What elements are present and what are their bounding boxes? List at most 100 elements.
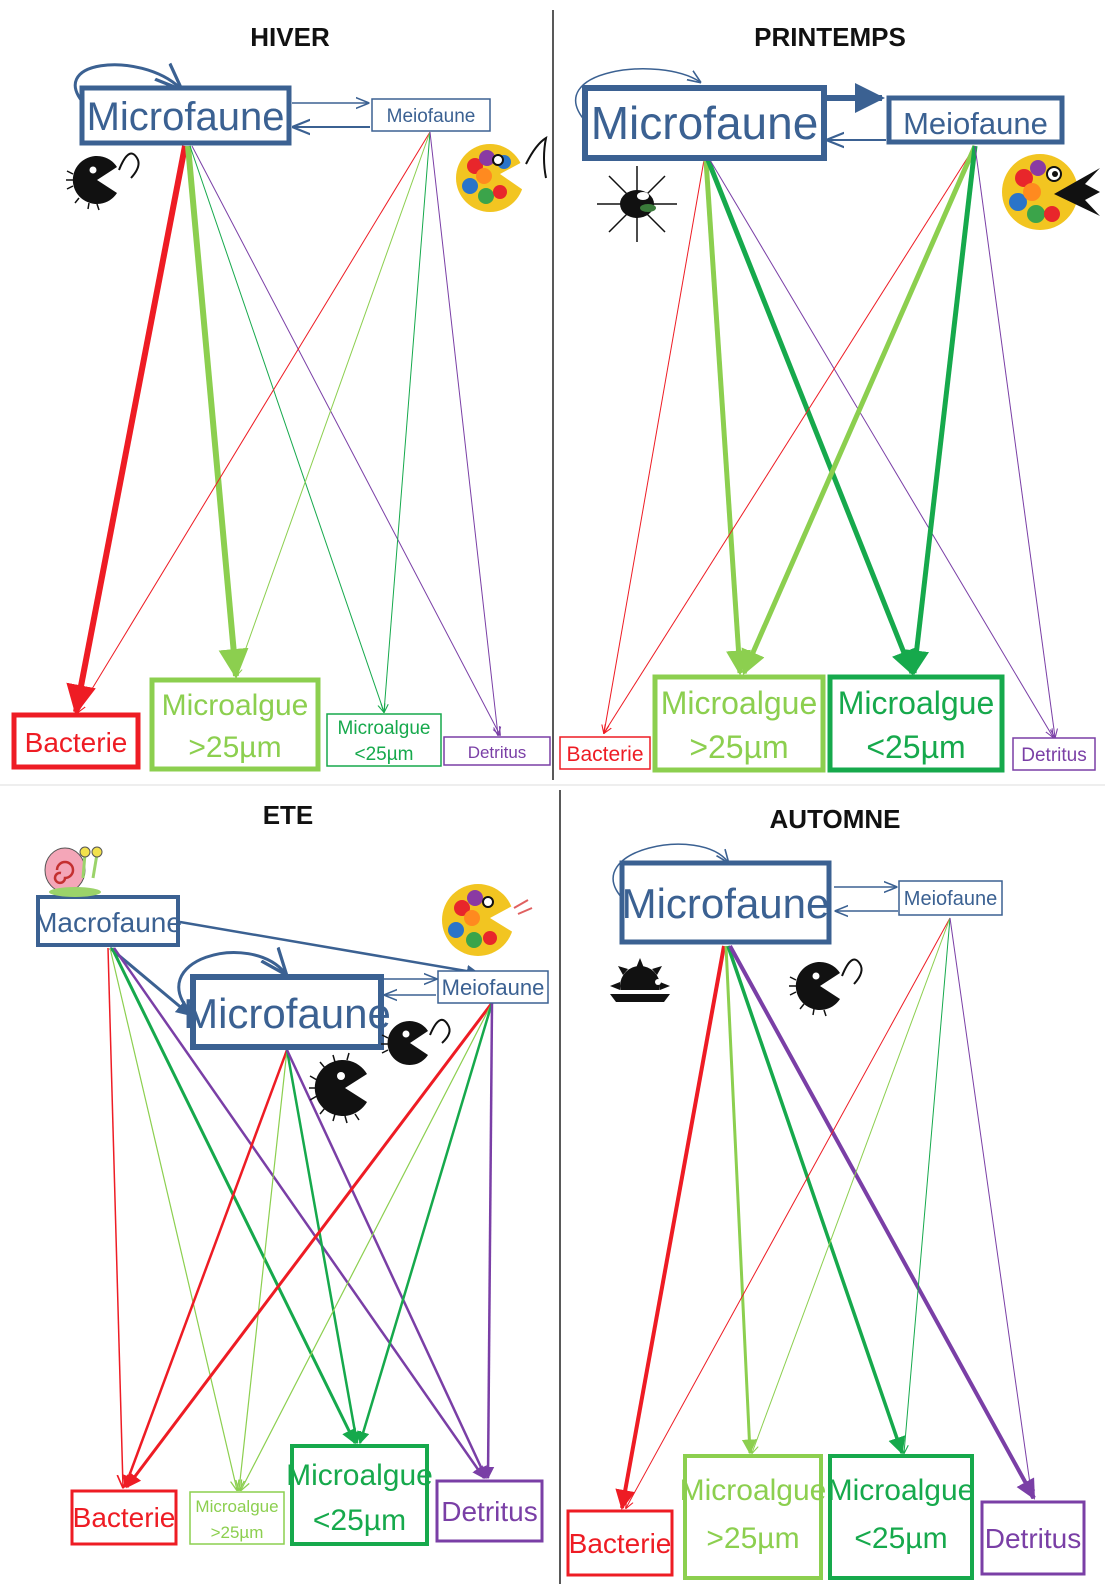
panel-title: PRINTEMPS — [754, 22, 906, 52]
node-microfaune: Microfaune — [582, 85, 827, 161]
node-microfaune: Microfaune — [79, 85, 292, 146]
node-detritus: Detritus — [435, 1479, 544, 1543]
node-microfaune: Microfaune — [619, 860, 832, 945]
flow-arrow — [179, 920, 480, 978]
flow-arrow — [703, 159, 751, 676]
flow-arrow — [185, 145, 249, 679]
flow-arrow — [285, 1049, 488, 1480]
node-microalgue-small: Microalgue <25µm — [326, 713, 442, 767]
flow-arrow — [726, 945, 906, 1455]
panel-ete: ETE Macrofaune Microfaune — [34, 800, 549, 1546]
panel-printemps: PRINTEMPS Microfaune Meiofaune Bacterie … — [559, 22, 1100, 773]
pacman-ciliate-icon — [66, 152, 140, 211]
node-meiofaune: Meiofaune — [371, 98, 491, 132]
node-bacterie: Bacterie — [566, 1509, 674, 1577]
node-macrofaune: Macrofaune — [34, 895, 182, 947]
node-label: Microfaune — [183, 990, 391, 1037]
node-microalgue-small: Microalgue <25µm — [286, 1444, 433, 1546]
node-label: Microfaune — [87, 95, 285, 139]
node-label: Meiofaune — [442, 975, 545, 1000]
node-label: Meiofaune — [904, 888, 997, 910]
flow-arrow — [109, 946, 192, 1017]
node-detritus: Detritus — [1012, 737, 1096, 771]
flow-arrow — [904, 145, 978, 676]
node-meiofaune: Meiofaune — [898, 880, 1003, 916]
node-label: Microalgue — [162, 689, 309, 722]
node-label: Bacterie — [566, 743, 643, 766]
spiky-organism-icon — [597, 166, 677, 242]
flow-arrow — [752, 917, 951, 1453]
flow-arrow — [78, 131, 431, 712]
multicolor-pacman-icon — [456, 135, 548, 212]
node-bacterie: Bacterie — [11, 712, 141, 770]
node-label: >25µm — [188, 731, 281, 764]
node-label: Detritus — [468, 743, 527, 762]
node-label: Microalgue — [680, 1474, 827, 1507]
flow-arrow — [709, 159, 1053, 737]
node-label: Bacterie — [73, 1502, 176, 1533]
flow-arrow — [112, 947, 486, 1480]
multicolor-pacman-icon — [442, 884, 533, 956]
flow-arrow — [904, 917, 951, 1453]
self-loop-arrow — [73, 65, 180, 110]
node-microalgue-large: Microalgue >25µm — [189, 1491, 285, 1545]
node-label: >25µm — [689, 729, 788, 765]
node-detritus: Detritus — [443, 736, 551, 766]
node-bacterie: Bacterie — [70, 1489, 178, 1546]
panel-hiver: HIVER Microfaune Meiofaune Bacterie — [11, 22, 551, 772]
node-label: >25µm — [706, 1522, 799, 1555]
panel-title: HIVER — [250, 22, 330, 52]
node-microalgue-small: Microalgue <25µm — [827, 674, 1005, 773]
node-label: Bacterie — [25, 727, 128, 758]
node-microfaune: Microfaune — [183, 974, 391, 1050]
self-loop-arrow — [612, 843, 728, 899]
node-label: Microfaune — [591, 97, 819, 149]
multicolor-pacman-icon — [1002, 154, 1100, 230]
flow-arrow — [384, 131, 431, 712]
flow-arrow — [728, 945, 1036, 1500]
flow-arrow — [626, 917, 951, 1508]
flow-arrow — [241, 1002, 493, 1490]
flow-arrow — [236, 131, 431, 676]
flow-arrow — [724, 945, 757, 1455]
node-microalgue-small: Microalgue <25µm — [828, 1454, 975, 1580]
node-label: Macrofaune — [34, 907, 182, 938]
node-label: Microalgue — [838, 685, 995, 721]
self-loop-arrow — [177, 953, 285, 1017]
node-label: Microfaune — [622, 880, 830, 927]
panel-automne: AUTOMNE Microfaune Meiofaune Bacterie Mi… — [566, 804, 1086, 1580]
node-label: Microalgue — [195, 1497, 278, 1516]
flow-arrow — [285, 1049, 362, 1445]
hairy-pacman-icon — [309, 1052, 367, 1124]
flow-arrow — [107, 947, 123, 1487]
self-loop-arrow — [575, 68, 700, 123]
node-meiofaune: Meiofaune — [886, 95, 1065, 145]
flow-arrow — [949, 917, 1032, 1498]
snail-icon — [44, 846, 103, 897]
node-label: Bacterie — [569, 1528, 672, 1559]
flow-arrow — [615, 945, 726, 1510]
flow-arrow — [109, 947, 237, 1490]
flow-arrow — [191, 145, 500, 735]
node-label: Microalgue — [286, 1459, 433, 1492]
panel-title: AUTOMNE — [770, 804, 901, 834]
pacman-ciliate-icon — [381, 1018, 451, 1065]
flow-arrow — [239, 1049, 288, 1490]
node-label: Microalgue — [661, 685, 818, 721]
node-microalgue-large: Microalgue >25µm — [652, 674, 826, 773]
node-label: <25µm — [854, 1522, 947, 1555]
flow-arrow — [66, 145, 188, 715]
node-label: Detritus — [985, 1523, 1081, 1554]
node-label: >25µm — [211, 1523, 264, 1542]
node-label: Microalgue — [828, 1474, 975, 1507]
node-meiofaune: Meiofaune — [437, 970, 549, 1004]
node-label: Meiofaune — [387, 106, 476, 127]
pacman-ciliate-icon — [789, 958, 863, 1017]
node-label: Meiofaune — [903, 106, 1048, 141]
node-label: Detritus — [441, 1496, 537, 1527]
flow-arrow — [481, 1002, 495, 1480]
flow-arrow — [357, 1002, 494, 1445]
node-detritus: Detritus — [980, 1500, 1086, 1576]
flow-arrow — [974, 145, 1055, 737]
